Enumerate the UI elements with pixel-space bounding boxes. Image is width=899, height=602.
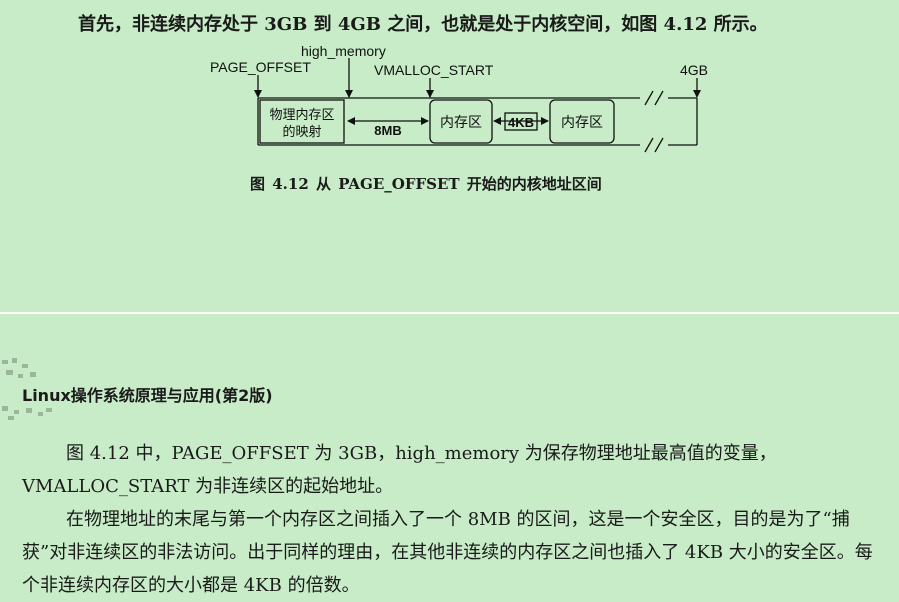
label-8mb: 8MB [374, 123, 401, 138]
memory-area-2-block [549, 99, 615, 144]
body-paragraph: 图 4.12 中，PAGE_OFFSET 为 3GB，high_memory 为… [22, 443, 777, 497]
gap-4kb-box [504, 112, 538, 131]
label-vmalloc-start: VMALLOC_START [374, 62, 494, 78]
memory-area-1-block [429, 99, 493, 144]
label-high-memory: high_memory [301, 43, 386, 59]
label-4gb: 4GB [680, 62, 708, 78]
physical-block-line2: 的映射 [282, 124, 321, 140]
figure-caption: 图 4.12 从 PAGE_OFFSET 开始的内核地址区间 [250, 175, 602, 193]
kernel-address-diagram: high_memory PAGE_OFFSET VMALLOC_START 4G… [210, 43, 708, 153]
header-decoration-icon [2, 358, 52, 420]
memory-area-2-label: 内存区 [561, 115, 603, 131]
break-mark [654, 137, 664, 153]
running-header-title: Linux操作系统原理与应用(第2版) [22, 386, 273, 405]
body-paragraph: 在物理地址的末尾与第一个内存区之间插入了一个 8MB 的区间，这是一个安全区，目… [22, 509, 873, 596]
memory-area-1-label: 内存区 [440, 115, 482, 131]
label-page-offset: PAGE_OFFSET [210, 59, 311, 75]
break-mark [644, 137, 654, 153]
break-mark [654, 90, 664, 106]
label-4kb: 4KB [508, 115, 534, 130]
break-mark [644, 90, 654, 106]
physical-memory-block [259, 99, 345, 144]
physical-block-line1: 物理内存区 [269, 107, 334, 123]
page-divider [0, 312, 899, 314]
intro-text: 首先，非连续内存处于 3GB 到 4GB 之间，也就是处于内核空间，如图 4.1… [78, 14, 768, 35]
